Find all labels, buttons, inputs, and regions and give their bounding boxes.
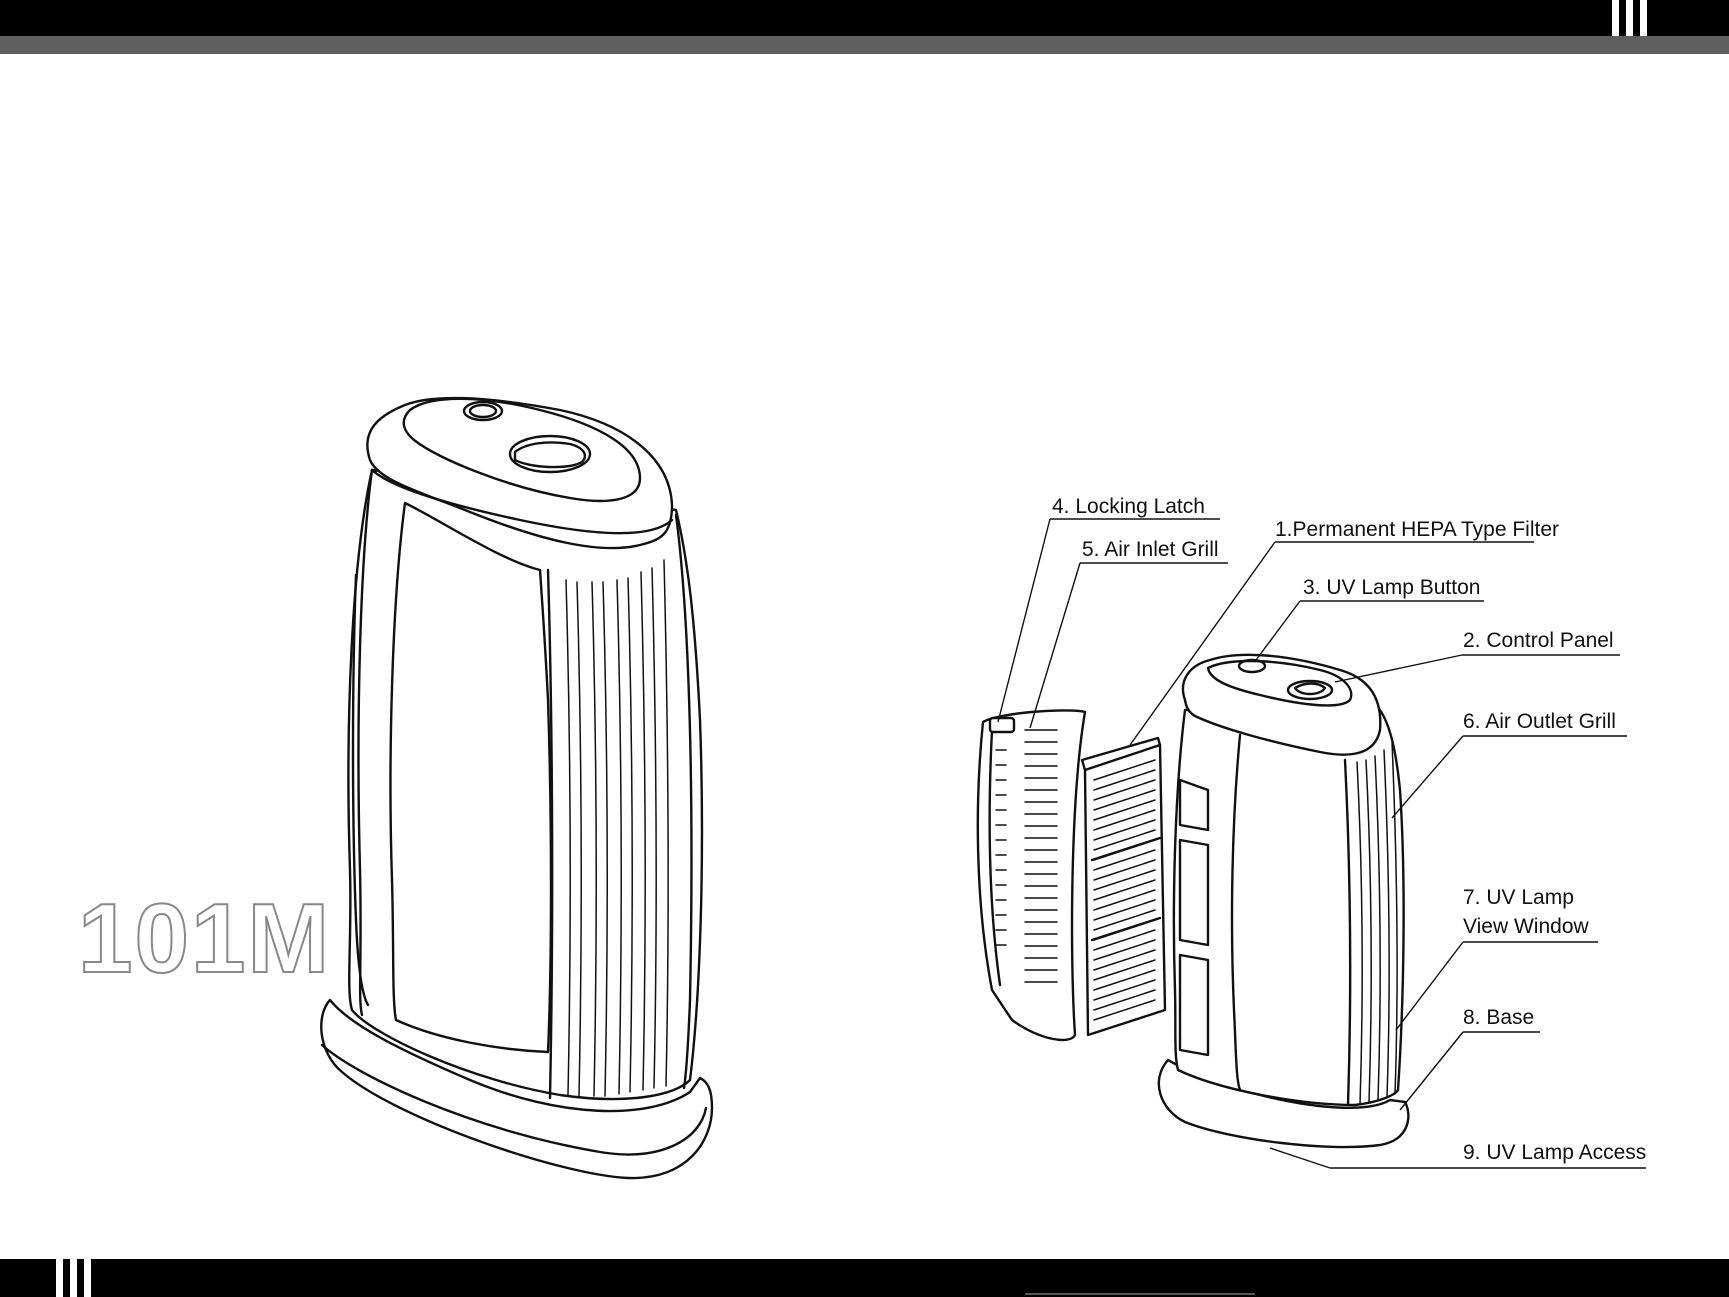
label-air-inlet-grill: 5. Air Inlet Grill	[1082, 538, 1219, 561]
label-uv-lamp-view-window-line1: 7. UV Lamp	[1463, 886, 1574, 909]
label-uv-lamp-button: 3. UV Lamp Button	[1303, 576, 1480, 599]
label-locking-latch: 4. Locking Latch	[1052, 495, 1205, 518]
label-base: 8. Base	[1463, 1006, 1534, 1029]
model-name: 101M	[78, 883, 331, 993]
exploded-view-illustration	[978, 655, 1409, 1147]
label-control-panel: 2. Control Panel	[1463, 629, 1614, 652]
label-uv-lamp-access: 9. UV Lamp Access	[1463, 1141, 1646, 1164]
label-air-outlet-grill: 6. Air Outlet Grill	[1463, 710, 1616, 733]
locking-latch-icon	[990, 718, 1014, 732]
label-hepa-filter: 1.Permanent HEPA Type Filter	[1275, 518, 1559, 541]
purifier-large-illustration	[321, 398, 712, 1178]
label-uv-lamp-view-window-line2: View Window	[1463, 915, 1589, 938]
